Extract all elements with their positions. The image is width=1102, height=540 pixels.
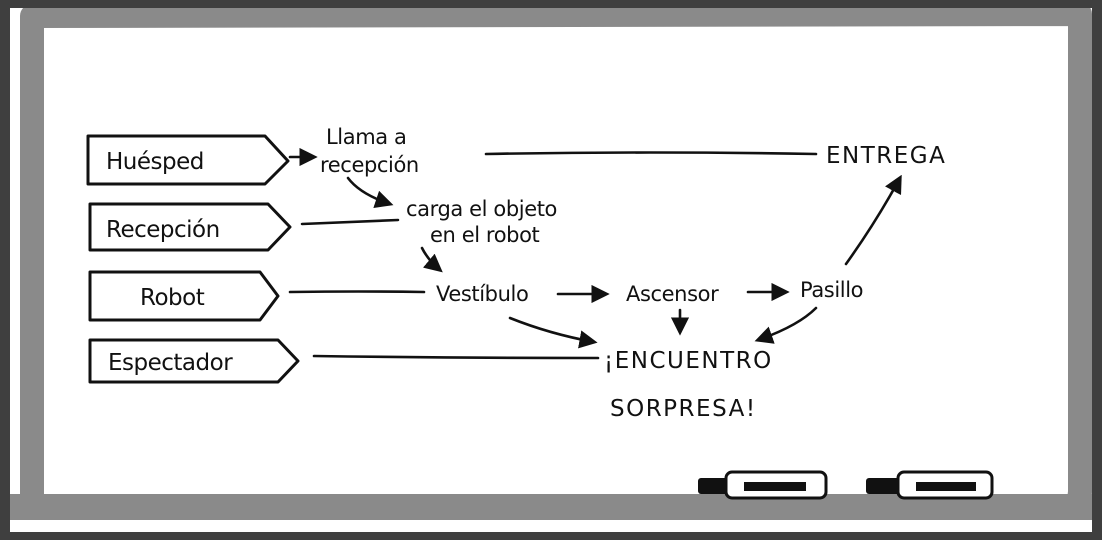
step-delivery: ENTREGA: [826, 143, 946, 169]
line-robot-to-lobby: [288, 290, 426, 294]
line-reception-to-load: [300, 218, 400, 226]
step-load-line2: en el robot: [430, 223, 540, 247]
role-label-recepcion: Recepción: [106, 217, 220, 243]
step-load-line1: carga el objeto: [406, 197, 557, 221]
diagram-canvas: Huésped Recepción Robot Espectador Llama…: [10, 8, 1092, 520]
step-surprise-line1: ¡ENCUENTRO: [604, 348, 773, 374]
arrow-load-to-lobby: [420, 246, 443, 273]
line-spectator-to-surprise: [312, 354, 600, 360]
role-tag-espectador: Espectador: [88, 338, 300, 384]
step-call-line1: Llama a: [326, 125, 406, 149]
step-elevator: Ascensor: [626, 282, 719, 306]
marker-left-icon: [698, 470, 828, 500]
role-tag-huesped: Huésped: [86, 134, 290, 186]
line-guest-to-delivery: [484, 151, 818, 156]
step-call-line2: recepción: [320, 153, 419, 177]
step-hallway: Pasillo: [800, 278, 863, 302]
board-frame: [20, 8, 1092, 520]
role-tag-recepcion: Recepción: [88, 202, 292, 252]
arrow-hallway-to-delivery: [844, 174, 902, 266]
role-label-huesped: Huésped: [106, 149, 204, 175]
role-label-espectador: Espectador: [108, 350, 233, 376]
step-lobby: Vestíbulo: [436, 282, 528, 306]
role-tag-robot: Robot: [88, 270, 280, 322]
whiteboard-area: Huésped Recepción Robot Espectador Llama…: [10, 8, 1092, 532]
marker-right-icon: [866, 470, 994, 500]
arrow-hallway-to-surprise: [754, 306, 818, 344]
arrow-lobby-to-surprise: [508, 316, 598, 349]
role-label-robot: Robot: [140, 285, 205, 311]
step-surprise-line2: SORPRESA!: [610, 396, 757, 422]
arrow-call-to-load: [346, 176, 394, 209]
